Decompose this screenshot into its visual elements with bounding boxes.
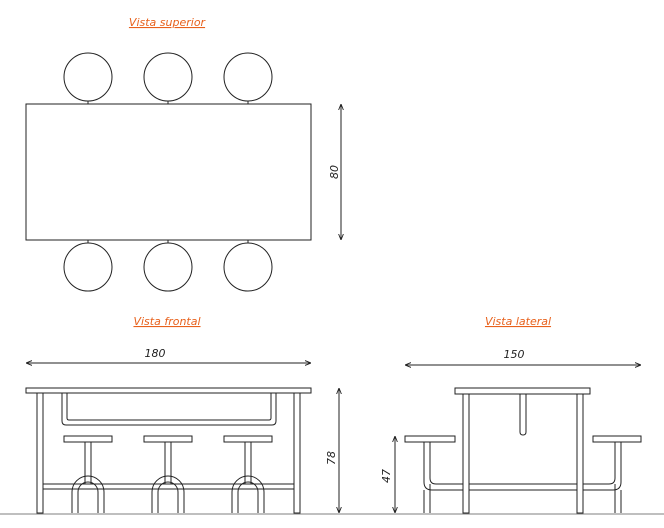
front-stool-1 xyxy=(63,435,113,513)
side-bench-left-support-inner xyxy=(429,442,463,485)
front-width-dimension-label: 180 xyxy=(145,347,166,360)
stool-seat-top-5 xyxy=(143,242,193,292)
stool-post xyxy=(244,441,252,485)
front-stool-3 xyxy=(223,435,273,513)
side-bench-right-seat xyxy=(592,435,642,443)
side-bench-right-support-outer xyxy=(583,442,622,491)
front-tabletop xyxy=(25,387,312,394)
side-width-dimension-label: 150 xyxy=(504,348,525,361)
stool-base-inner xyxy=(77,481,99,513)
front-leg-left xyxy=(36,392,44,514)
stool-post xyxy=(84,441,92,485)
tabletop-top-view xyxy=(25,103,312,241)
stool-seat-top-2 xyxy=(143,52,193,102)
side-view: Vista lateral 150 47 xyxy=(380,315,642,514)
side-leg-left xyxy=(462,393,470,514)
side-bench-right-support-inner xyxy=(583,442,616,485)
stool-seat xyxy=(223,435,273,443)
side-seat-height-dimension-label: 47 xyxy=(380,469,393,483)
front-stool-2 xyxy=(143,435,193,513)
stool-post xyxy=(164,441,172,485)
front-frame-inner xyxy=(66,393,272,421)
stool-seat-top-4 xyxy=(63,242,113,292)
top-view-title: Vista superior xyxy=(129,16,207,29)
side-tabletop xyxy=(454,387,591,395)
stool-seat xyxy=(143,435,193,443)
front-view-title: Vista frontal xyxy=(133,315,200,328)
side-center-apron xyxy=(519,394,527,436)
front-height-dimension-label: 78 xyxy=(325,451,338,465)
side-view-title: Vista lateral xyxy=(485,315,551,328)
front-frame-outer xyxy=(61,393,277,426)
front-view: Vista frontal 180 xyxy=(25,315,339,514)
stool-base-inner xyxy=(157,481,179,513)
stool-seat-top-3 xyxy=(223,52,273,102)
stool-seat xyxy=(63,435,113,443)
stool-base-inner xyxy=(237,481,259,513)
top-stools-upper xyxy=(63,52,273,104)
stool-seat-top-6 xyxy=(223,242,273,292)
stool-base-outer xyxy=(151,475,185,513)
side-bench-left-support-outer xyxy=(423,442,463,491)
front-leg-right xyxy=(293,392,301,514)
side-leg-right xyxy=(576,393,584,514)
stool-base-outer xyxy=(71,475,105,513)
top-view: Vista superior 80 xyxy=(25,16,341,292)
stool-seat-top-1 xyxy=(63,52,113,102)
depth-dimension-label: 80 xyxy=(328,165,341,179)
stool-base-outer xyxy=(231,475,265,513)
side-bench-left-seat xyxy=(404,435,456,443)
top-stools-lower xyxy=(63,240,273,292)
